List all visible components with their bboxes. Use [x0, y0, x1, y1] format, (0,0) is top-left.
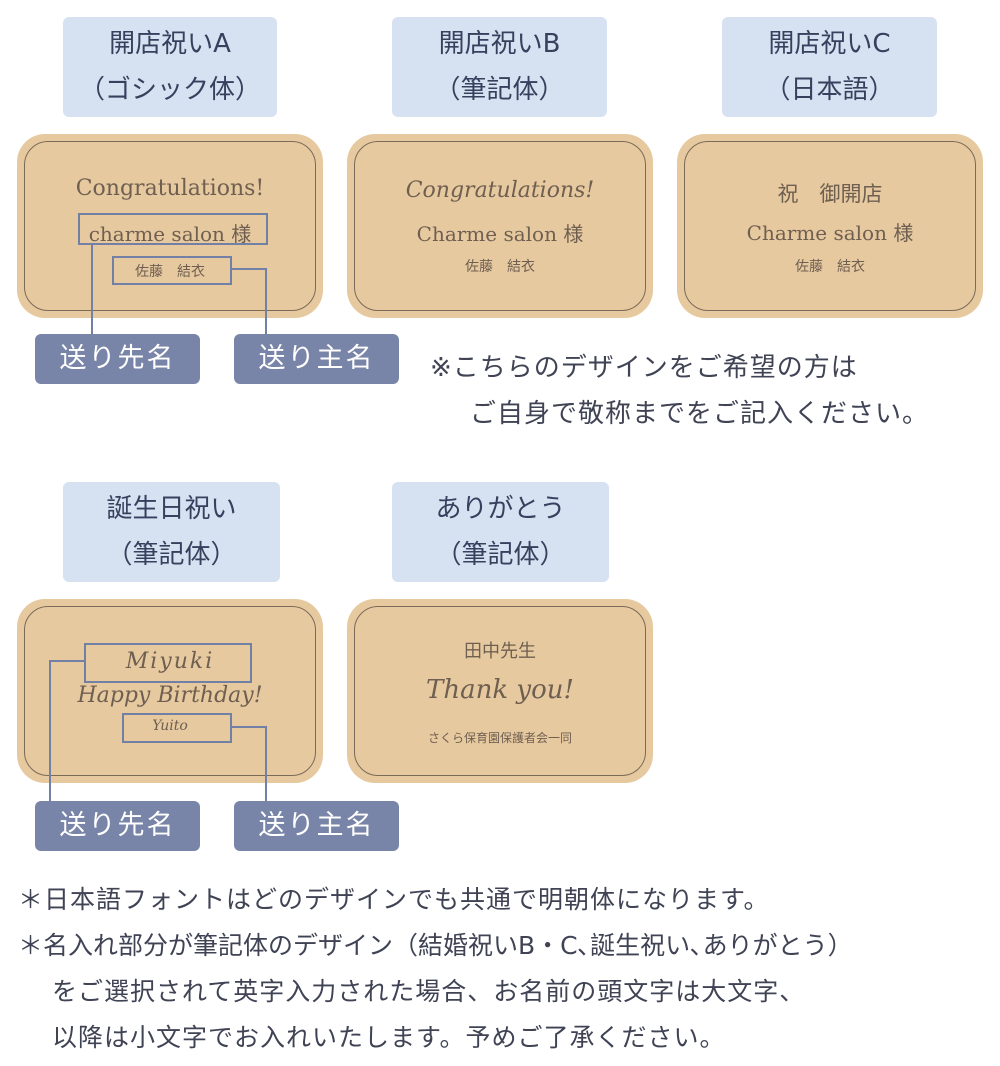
recipient-name-tag: 送り先名 [35, 801, 200, 851]
script-note-2: をご選択されて英字入力された場合、お名前の頭文字は大文字、 [52, 977, 806, 1006]
design-label-thanks-subtitle: （筆記体） [435, 540, 566, 570]
design-label-b-title: 開店祝いB [438, 29, 561, 59]
card-design-thanks: 田中先生 Thank you! さくら保育園保護者会一同 [347, 599, 653, 783]
design-label-thanks: ありがとう （筆記体） [392, 482, 609, 582]
design-label-b: 開店祝いB （筆記体） [392, 17, 607, 117]
custom-honorific-note-2: ご自身で敬称までをご記入ください。 [470, 399, 930, 429]
sender-highlight-box [122, 713, 232, 743]
recipient-leader-line [91, 243, 93, 335]
design-label-thanks-title: ありがとう [435, 494, 566, 524]
card-birthday-sender: Yuito [152, 718, 188, 734]
sender-leader-line-v [265, 726, 267, 802]
script-note-1: ＊名入れ部分が筆記体のデザイン（結婚祝いB・C､誕生祝い､ありがとう） [18, 931, 853, 960]
sender-name-tag: 送り主名 [234, 334, 399, 384]
card-b-sender: 佐藤 結衣 [465, 259, 535, 275]
design-label-a-title: 開店祝いA [109, 29, 231, 59]
recipient-highlight-box [78, 213, 268, 245]
card-thanks-message: Thank you! [426, 675, 574, 705]
recipient-leader-line-h [49, 660, 84, 662]
recipient-name-tag: 送り先名 [35, 334, 200, 384]
recipient-highlight-box [84, 643, 252, 683]
design-label-b-subtitle: （筆記体） [434, 75, 565, 105]
card-a-message: Congratulations! [75, 176, 265, 201]
design-label-c-title: 開店祝いC [768, 29, 891, 59]
design-label-c: 開店祝いC （日本語） [722, 17, 937, 117]
font-note: ＊日本語フォントはどのデザインでも共通で明朝体になります。 [18, 885, 770, 914]
design-label-c-subtitle: （日本語） [764, 75, 895, 105]
card-birthday-message: Happy Birthday! [77, 683, 263, 708]
card-design-b: Congratulations! Charme salon 様 佐藤 結衣 [347, 134, 653, 318]
card-c-message: 祝 御開店 [777, 182, 883, 206]
card-c-sender: 佐藤 結衣 [795, 259, 865, 275]
card-b-message: Congratulations! [405, 178, 595, 203]
custom-honorific-note-1: ※こちらのデザインをご希望の方は [430, 353, 858, 383]
card-border [24, 606, 316, 776]
design-label-a-subtitle: （ゴシック体） [78, 75, 261, 105]
card-thanks-recipient: 田中先生 [464, 641, 536, 662]
card-thanks-sender: さくら保育園保護者会一同 [427, 731, 572, 745]
card-border [354, 606, 646, 776]
card-border [354, 141, 646, 311]
card-border [24, 141, 316, 311]
card-design-a: Congratulations! charme salon 様 佐藤 結衣 [17, 134, 323, 318]
script-note-3: 以降は小文字でお入れいたします。予めご了承ください。 [52, 1023, 726, 1052]
sender-leader-line-h [230, 268, 267, 270]
card-border [684, 141, 976, 311]
sender-leader-line-v [265, 268, 267, 335]
design-label-birthday-subtitle: （筆記体） [106, 540, 237, 570]
design-label-a: 開店祝いA （ゴシック体） [63, 17, 277, 117]
sender-leader-line-h [230, 726, 267, 728]
design-label-birthday-title: 誕生日祝い [106, 494, 237, 524]
card-b-recipient: Charme salon 様 [416, 222, 584, 246]
sender-highlight-box [112, 256, 232, 285]
card-design-c: 祝 御開店 Charme salon 様 佐藤 結衣 [677, 134, 983, 318]
design-label-birthday: 誕生日祝い （筆記体） [63, 482, 280, 582]
card-a-sender: 佐藤 結衣 [135, 264, 205, 280]
sender-name-tag: 送り主名 [234, 801, 399, 851]
card-a-recipient: charme salon 様 [88, 222, 252, 246]
card-design-birthday: Miyuki Happy Birthday! Yuito [17, 599, 323, 783]
recipient-leader-line-v [49, 660, 51, 802]
card-c-recipient: Charme salon 様 [746, 221, 914, 245]
card-birthday-recipient: Miyuki [125, 649, 215, 674]
